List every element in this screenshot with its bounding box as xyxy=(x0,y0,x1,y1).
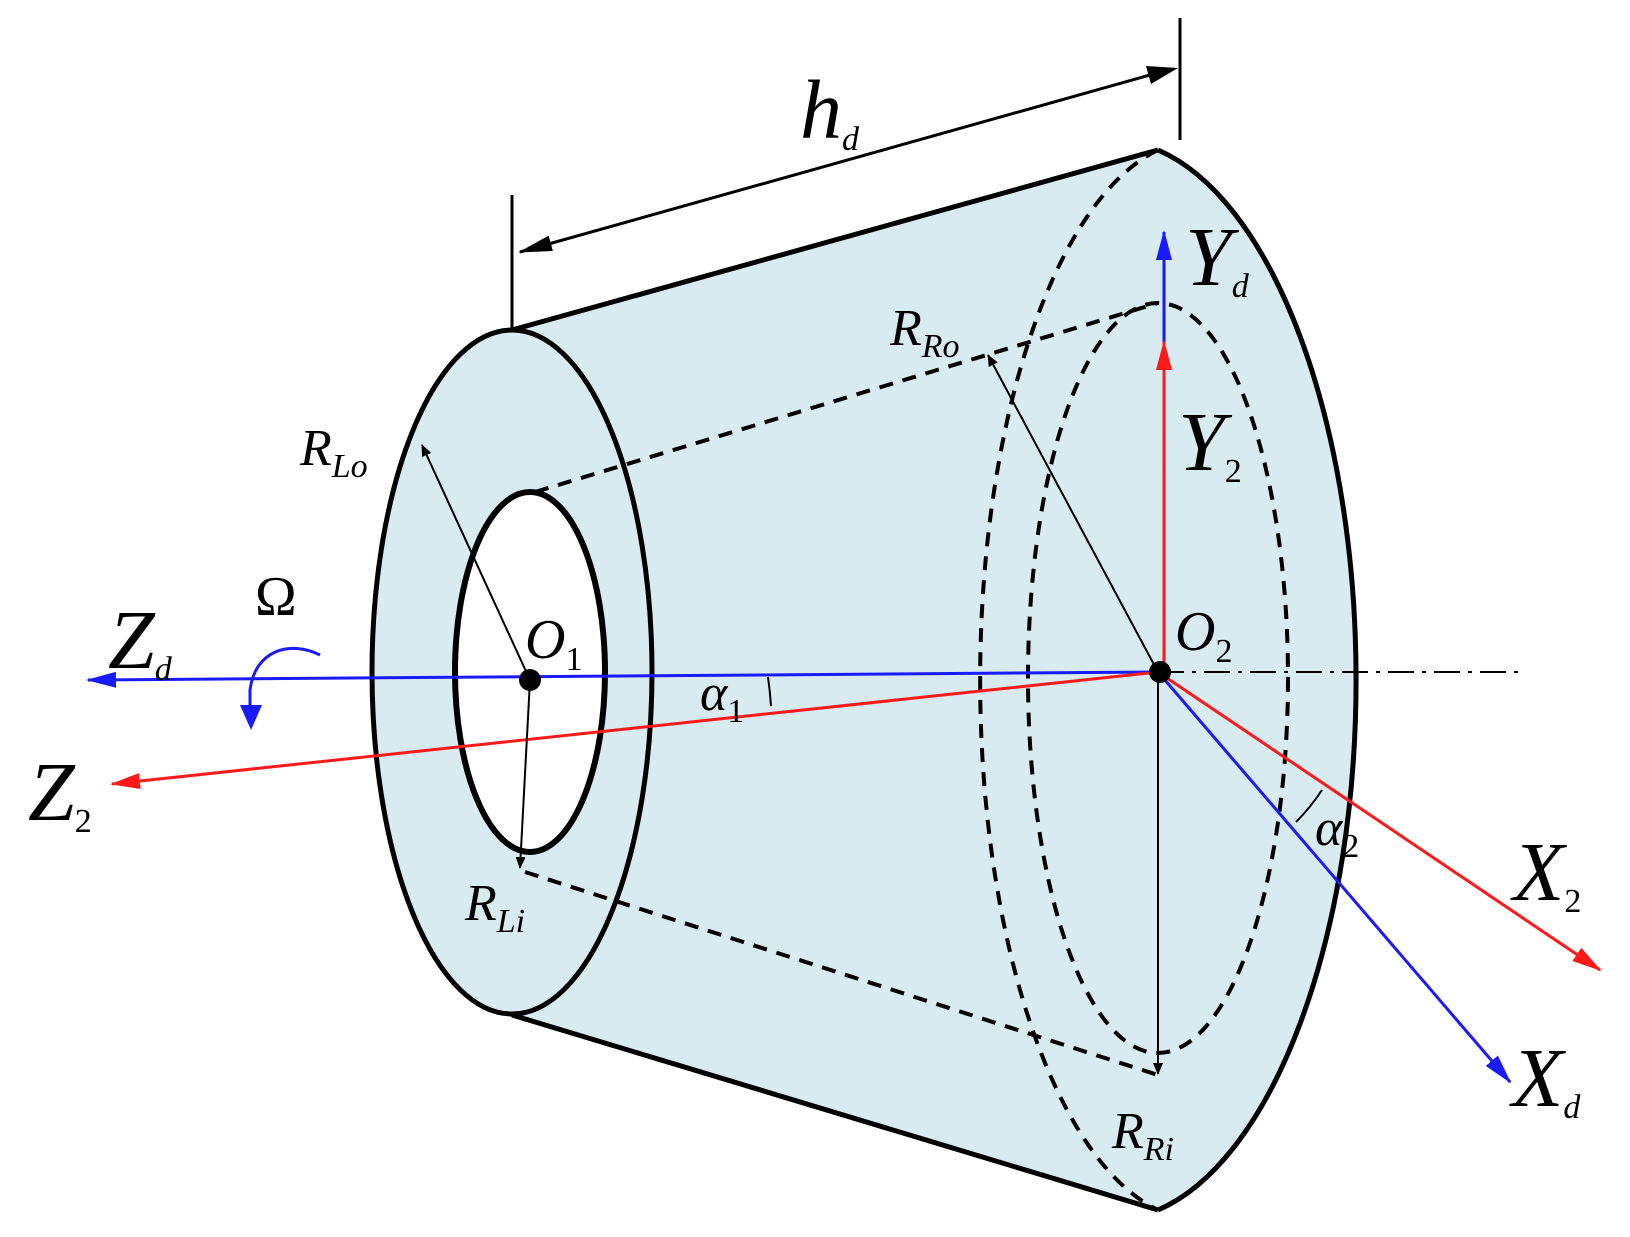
label-r-lo: RLo xyxy=(299,420,368,485)
cone-bottom-edge xyxy=(511,1012,1159,1213)
origin-o1-point xyxy=(519,669,541,691)
label-o-2: O2 xyxy=(1175,601,1232,670)
label-z-d: Zd xyxy=(108,594,173,688)
label-h-d: hd xyxy=(800,64,860,158)
label-omega: Ω xyxy=(255,566,297,628)
z-2-axis xyxy=(110,670,1159,789)
dimension-arrow-icon xyxy=(518,73,1151,254)
alpha-2-arc xyxy=(1295,789,1323,823)
alpha-1-arc xyxy=(767,676,772,707)
radius-arrows xyxy=(421,354,1163,1075)
right-end-hidden-arc xyxy=(978,148,1159,1212)
cone-body xyxy=(369,147,1359,1213)
label-r-ri: RRi xyxy=(1111,1103,1174,1168)
dimension-arrowhead-right xyxy=(1146,66,1178,84)
label-y-d: Yd xyxy=(1185,211,1250,305)
label-alpha-1: α1 xyxy=(700,665,744,730)
z-d-axis xyxy=(86,670,1159,688)
hidden-line-bottom xyxy=(524,870,1159,1077)
label-r-li: RLi xyxy=(464,875,525,940)
dimension-h-d xyxy=(510,18,1182,330)
right-end-visible-arc xyxy=(1157,147,1359,1213)
x-2-axis xyxy=(1157,670,1602,972)
origin-o2-point xyxy=(1149,661,1171,683)
axes-2 xyxy=(110,340,1602,972)
label-o-1: O1 xyxy=(525,609,582,678)
x-d-axis xyxy=(1156,671,1512,1084)
label-x-2: X2 xyxy=(1510,826,1581,920)
label-r-ro: RRo xyxy=(889,300,960,365)
rotation-arrow-icon xyxy=(240,646,321,730)
label-z-2: Z2 xyxy=(28,746,92,840)
label-y-2: Y2 xyxy=(1178,396,1242,490)
label-x-d: Xd xyxy=(1509,1032,1581,1126)
hidden-line-top xyxy=(534,301,1159,494)
cone-fill xyxy=(388,150,1357,1210)
r-li-arrow xyxy=(515,679,531,869)
label-alpha-2: α2 xyxy=(1315,800,1359,865)
r-lo-arrow xyxy=(421,444,531,681)
cone-top-edge xyxy=(511,147,1159,333)
r-ro-arrow xyxy=(987,354,1159,673)
